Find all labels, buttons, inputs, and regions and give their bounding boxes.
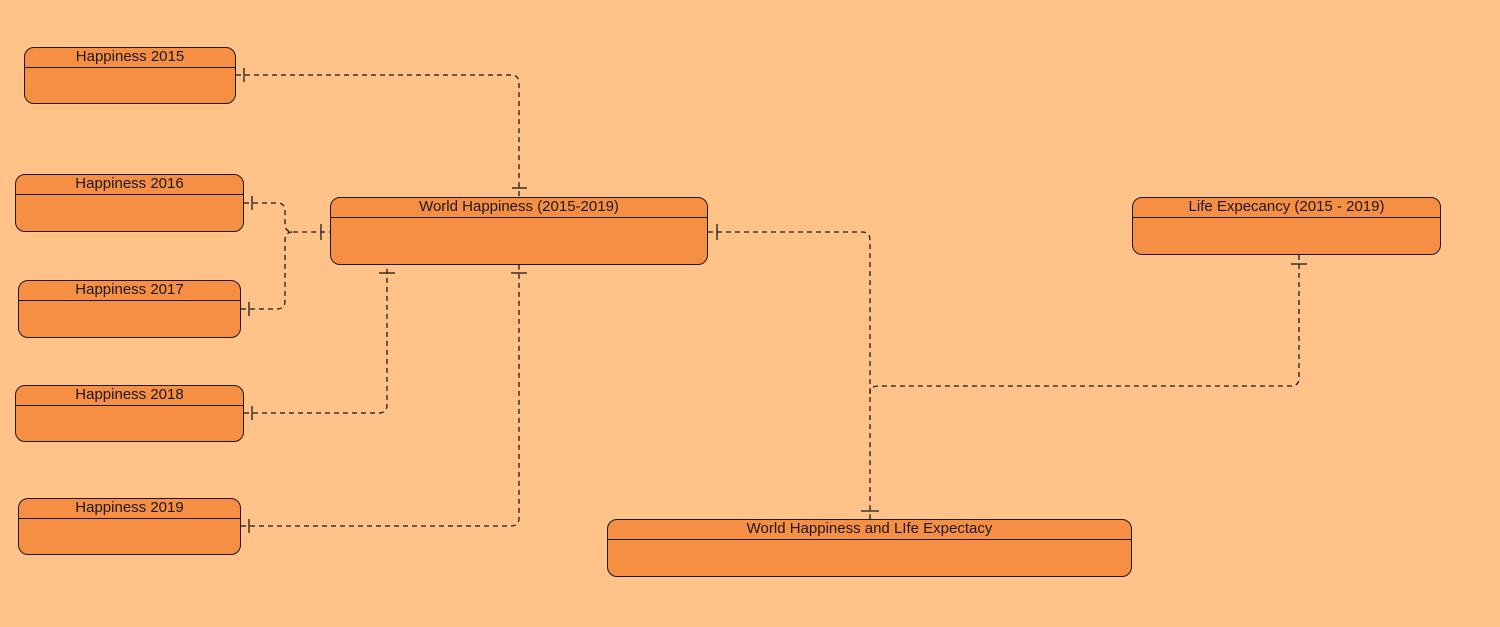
entity-happiness-2018[interactable]: Happiness 2018 [15, 385, 244, 442]
entity-title: Happiness 2018 [16, 386, 243, 406]
entity-title: Happiness 2016 [16, 175, 243, 195]
entity-happiness-2016[interactable]: Happiness 2016 [15, 174, 244, 232]
relationship-2016-world[interactable] [244, 196, 330, 240]
entity-world-happiness-life-expectancy[interactable]: World Happiness and LIfe Expectacy [607, 519, 1132, 577]
relationship-world-combined[interactable] [708, 224, 879, 519]
entity-title: Life Expecancy (2015 - 2019) [1133, 198, 1440, 218]
entity-title: Happiness 2019 [19, 499, 240, 519]
entity-happiness-2015[interactable]: Happiness 2015 [24, 47, 236, 104]
relationship-life-combined[interactable] [869, 255, 1307, 395]
entity-happiness-2017[interactable]: Happiness 2017 [18, 280, 241, 338]
entity-world-happiness[interactable]: World Happiness (2015-2019) [330, 197, 708, 265]
entity-happiness-2019[interactable]: Happiness 2019 [18, 498, 241, 555]
entity-life-expectancy[interactable]: Life Expecancy (2015 - 2019) [1132, 197, 1441, 255]
entity-title: Happiness 2015 [25, 48, 235, 68]
entity-title: Happiness 2017 [19, 281, 240, 301]
relationship-2015-world[interactable] [236, 68, 527, 197]
relationship-2019-world[interactable] [241, 265, 527, 533]
entity-title: World Happiness (2015-2019) [331, 198, 707, 218]
relationship-2018-world[interactable] [244, 265, 395, 420]
entity-title: World Happiness and LIfe Expectacy [608, 520, 1131, 540]
relationship-2017-world[interactable] [241, 231, 294, 316]
